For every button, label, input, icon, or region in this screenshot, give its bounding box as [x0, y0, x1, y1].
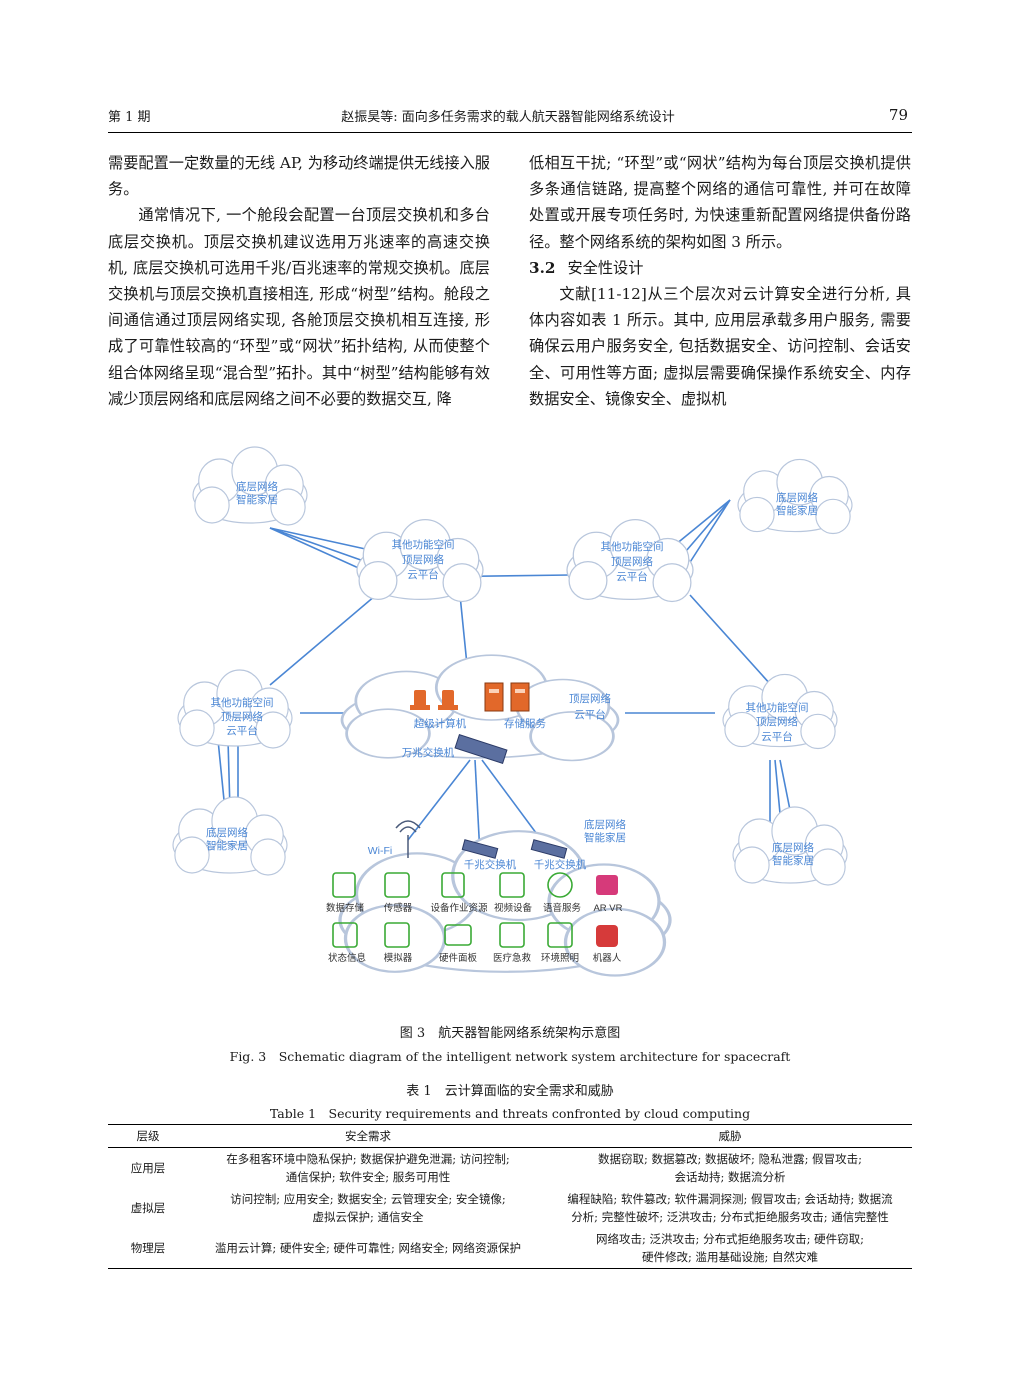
paragraph: 文献[11-12]从三个层次对云计算安全进行分析, 具体内容如表 1 所示。其中… — [529, 285, 911, 408]
home-cloud-label: 底层网络 — [776, 491, 818, 504]
top-net-label: 云平台 — [574, 708, 606, 721]
issue-number: 第 1 期 — [108, 110, 151, 125]
home-cloud-label: 智能家居 — [776, 504, 818, 517]
other-space-label: 云平台 — [761, 730, 793, 743]
req-cell: 滥用云计算; 硬件安全; 硬件可靠性; 网络安全; 网络资源保护 — [188, 1228, 548, 1269]
other-space-label: 云平台 — [407, 568, 439, 581]
home-cloud-label: 底层网络 — [206, 826, 248, 839]
level-cell: 应用层 — [130, 1161, 166, 1175]
video-device-icon — [499, 872, 525, 898]
data-storage-icon — [332, 872, 356, 898]
top-net-label: 顶层网络 — [569, 692, 611, 705]
switch-1g-label: 千兆交换机 — [464, 858, 517, 871]
supercomputer-icon — [410, 690, 458, 710]
home-cloud-label: 底层网络 — [772, 841, 814, 854]
device-label: 数据存储 — [326, 902, 365, 914]
other-space-label: 其他功能空间 — [601, 540, 664, 553]
figure-caption-en: Fig. 3 Schematic diagram of the intellig… — [229, 1049, 791, 1064]
other-space-label: 顶层网络 — [221, 710, 263, 723]
ar-vr-icon — [596, 875, 618, 895]
lighting-icon — [547, 922, 573, 948]
table-header-row: 层级 安全需求 威胁 — [108, 1124, 912, 1148]
table-title-en: Table 1 Security requirements and threat… — [269, 1106, 751, 1121]
running-title: 赵振昊等: 面向多任务需求的载人航天器智能网络系统设计 — [341, 110, 675, 125]
device-label: 模拟器 — [384, 952, 413, 964]
other-space-label: 其他功能空间 — [392, 538, 455, 551]
hardware-panel-icon — [444, 924, 472, 946]
medical-icon — [499, 922, 525, 948]
other-space-label: 其他功能空间 — [746, 701, 809, 714]
table-row: 虚拟层 访问控制; 应用安全; 数据安全; 云管理安全; 安全镜像;虚拟云保护;… — [108, 1188, 912, 1228]
home-cloud-label: 智能家居 — [772, 854, 814, 867]
threat-cell: 编程缺陷; 软件篡改; 软件漏洞探测; 假冒攻击; 会话劫持; 数据流分析; 完… — [567, 1192, 893, 1224]
other-space-label: 顶层网络 — [402, 553, 444, 566]
home-cloud-label: 智能家居 — [206, 839, 248, 852]
robot-icon — [596, 925, 618, 947]
running-header: 第 1 期 赵振昊等: 面向多任务需求的载人航天器智能网络系统设计 79 — [108, 106, 908, 128]
table-header: 层级 — [108, 1124, 188, 1148]
table-row: 应用层 在多租客环境中隐私保护; 数据保护避免泄漏; 访问控制;通信保护; 软件… — [108, 1148, 912, 1189]
section-title: 安全性设计 — [567, 258, 644, 277]
figure-caption-cn: 图 3 航天器智能网络系统架构示意图 — [399, 1026, 621, 1041]
device-label: 语音服务 — [543, 902, 582, 914]
left-column: 需要配置一定数量的无线 AP, 为移动终端提供无线接入服务。 通常情况下, 一个… — [108, 150, 490, 412]
level-cell: 虚拟层 — [130, 1201, 166, 1215]
paragraph: 低相互干扰; “环型”或“网状”结构为每台顶层交换机提供多条通信链路, 提高整个… — [529, 154, 911, 251]
status-info-icon — [332, 922, 358, 948]
voice-service-icon — [547, 872, 573, 898]
switch-10g-icon — [454, 733, 508, 765]
device-label: 传感器 — [384, 902, 413, 914]
device-label: 视频设备 — [494, 902, 533, 914]
paragraph: 需要配置一定数量的无线 AP, 为移动终端提供无线接入服务。 — [108, 154, 490, 199]
wifi-icon — [395, 820, 421, 858]
storage-label: 存储服务 — [504, 717, 546, 730]
device-label: 设备作业资源 — [430, 902, 488, 914]
page-number: 79 — [888, 106, 908, 124]
device-label: 硬件面板 — [439, 952, 478, 964]
device-label: 环境照明 — [541, 952, 579, 964]
paragraph: 通常情况下, 一个舱段会配置一台顶层交换机和多台底层交换机。顶层交换机建议选用万… — [108, 206, 490, 408]
home-cloud-label: 智能家居 — [236, 493, 278, 506]
other-space-label: 其他功能空间 — [211, 696, 274, 709]
table-header: 安全需求 — [188, 1124, 548, 1148]
switch-1g-icon — [461, 839, 568, 859]
wifi-label: Wi-Fi — [368, 845, 393, 857]
supercomputer-label: 超级计算机 — [414, 717, 467, 730]
header-rule — [108, 132, 912, 133]
table-row: 物理层 滥用云计算; 硬件安全; 硬件可靠性; 网络安全; 网络资源保护 网络攻… — [108, 1228, 912, 1269]
device-label: 医疗急救 — [493, 952, 532, 964]
device-label: AR VR — [593, 903, 622, 914]
other-space-label: 顶层网络 — [611, 555, 653, 568]
other-space-label: 云平台 — [226, 724, 258, 737]
home-cloud-label: 底层网络 — [584, 818, 626, 831]
sensor-icon — [384, 872, 410, 898]
table-title-cn: 表 1 云计算面临的安全需求和威胁 — [406, 1084, 614, 1099]
storage-server-icon — [484, 682, 530, 712]
home-cloud-label: 底层网络 — [236, 480, 278, 493]
switch-1g-label: 千兆交换机 — [534, 858, 587, 871]
device-label: 状态信息 — [328, 952, 366, 964]
req-cell: 访问控制; 应用安全; 数据安全; 云管理安全; 安全镜像;虚拟云保护; 通信安… — [230, 1192, 506, 1224]
threat-cell: 数据窃取; 数据篡改; 数据破坏; 隐私泄露; 假冒攻击;会话劫持; 数据流分析 — [598, 1152, 862, 1184]
other-space-label: 顶层网络 — [756, 715, 798, 728]
right-column: 低相互干扰; “环型”或“网状”结构为每台顶层交换机提供多条通信链路, 提高整个… — [529, 150, 911, 412]
level-cell: 物理层 — [108, 1228, 188, 1269]
other-space-label: 云平台 — [616, 570, 648, 583]
section-number: 3.2 — [529, 258, 556, 277]
security-table: 层级 安全需求 威胁 应用层 在多租客环境中隐私保护; 数据保护避免泄漏; 访问… — [108, 1124, 912, 1269]
simulator-icon — [384, 922, 410, 948]
switch-10g-label: 万兆交换机 — [402, 746, 455, 759]
table-header: 威胁 — [548, 1124, 912, 1148]
threat-cell: 网络攻击; 泛洪攻击; 分布式拒绝服务攻击; 硬件窃取;硬件修改; 滥用基础设施… — [548, 1228, 912, 1269]
req-cell: 在多租客环境中隐私保护; 数据保护避免泄漏; 访问控制;通信保护; 软件安全; … — [226, 1152, 510, 1184]
resource-icon — [441, 872, 465, 898]
section-heading: 3.2 安全性设计 — [529, 255, 911, 281]
device-label: 机器人 — [593, 952, 622, 964]
home-cloud-label: 智能家居 — [584, 831, 626, 844]
network-architecture-figure: 底层网络 智能家居 其他功能空间 顶层网络 云平台 其他功能空间 顶层网络 云平… — [172, 446, 853, 978]
